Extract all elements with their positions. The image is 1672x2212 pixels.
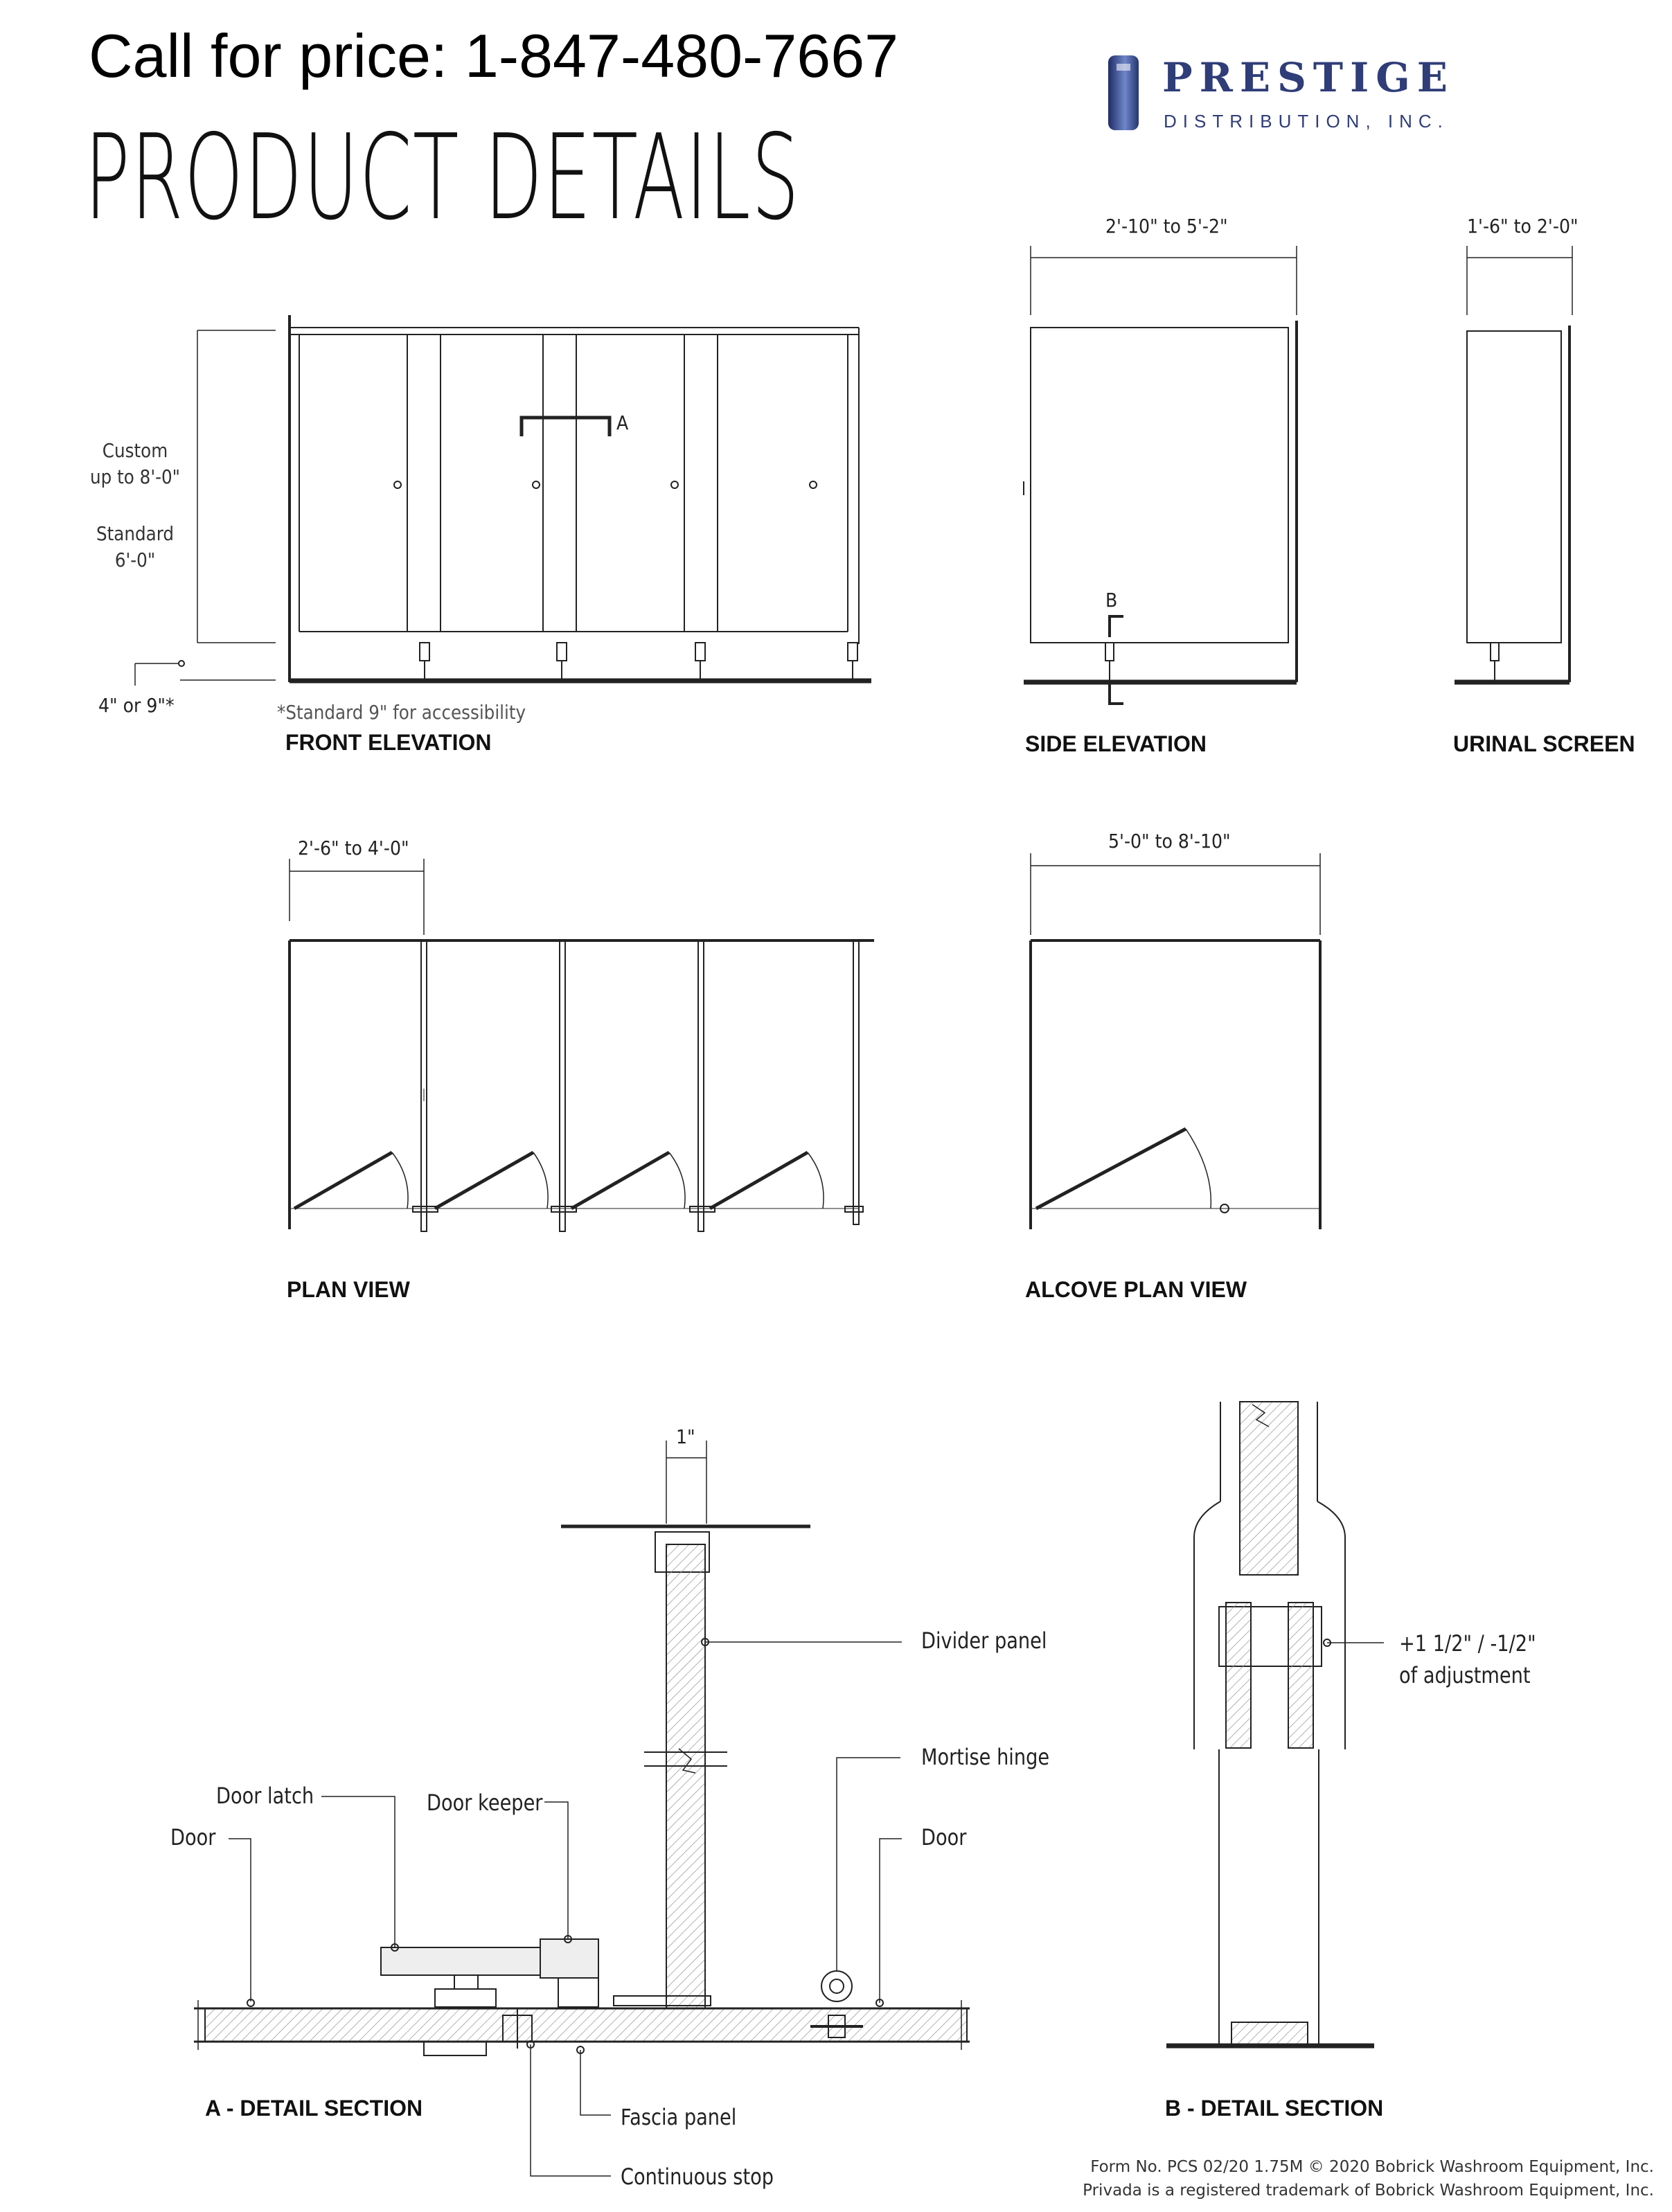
adjustment-line1: +1 1/2" / -1/2" (1399, 1630, 1536, 1657)
door-latch-callout: Door latch (216, 1783, 314, 1809)
continuous-stop-callout: Continuous stop (621, 2164, 774, 2190)
front-elevation-drawing (134, 315, 871, 686)
alcove-plan-view-drawing (1029, 853, 1322, 1229)
adjustment-line2: of adjustment (1399, 1662, 1531, 1688)
side-elevation-dimension: 2'-10" to 5'-2" (1105, 215, 1228, 238)
clearance-label: 4" or 9"* (98, 694, 175, 717)
plan-view-dimension: 2'-6" to 4'-0" (298, 837, 409, 859)
plan-view-drawing (288, 859, 874, 1232)
door-right-callout: Door (921, 1824, 967, 1850)
trademark-line: Privada is a registered trademark of Bob… (1083, 2182, 1654, 2200)
section-a-marker: A (616, 411, 629, 434)
side-elevation-label: SIDE ELEVATION (1025, 731, 1207, 756)
height-standard-line2: 6'-0" (114, 548, 156, 571)
section-b-marker: B (1105, 589, 1118, 612)
detail-a-label: A - DETAIL SECTION (205, 2096, 423, 2121)
urinal-screen-drawing (1455, 246, 1573, 685)
height-custom-line1: Custom (102, 439, 168, 462)
detail-a-drawing (194, 1441, 970, 2177)
adjustment-callout: +1 1/2" / -1/2" of adjustment (1399, 1627, 1536, 1691)
height-custom-label: Custom up to 8'-0" (89, 438, 181, 490)
height-standard-label: Standard 6'-0" (89, 521, 181, 573)
side-elevation-drawing (1023, 246, 1298, 705)
front-elevation-label: FRONT ELEVATION (285, 730, 492, 755)
alcove-plan-view-label: ALCOVE PLAN VIEW (1025, 1277, 1247, 1302)
page-title: PRODUCT DETAILS (85, 109, 801, 247)
prestige-logo-icon (1108, 55, 1139, 130)
detail-b-drawing (1166, 1401, 1384, 2049)
detail-a-dimension: 1" (676, 1425, 695, 1448)
door-left-callout: Door (170, 1824, 216, 1850)
alcove-plan-view-dimension: 5'-0" to 8'-10" (1108, 830, 1231, 853)
logo-subtitle: DISTRIBUTION, INC. (1164, 111, 1449, 132)
divider-panel-callout: Divider panel (921, 1627, 1047, 1654)
urinal-screen-label: URINAL SCREEN (1453, 731, 1635, 756)
mortise-hinge-callout: Mortise hinge (921, 1744, 1050, 1770)
logo-name: PRESTIGE (1162, 54, 1455, 101)
detail-b-label: B - DETAIL SECTION (1165, 2096, 1384, 2121)
accessibility-note: *Standard 9" for accessibility (277, 701, 526, 724)
fascia-panel-callout: Fascia panel (621, 2104, 737, 2130)
plan-view-label: PLAN VIEW (287, 1277, 410, 1302)
urinal-screen-dimension: 1'-6" to 2'-0" (1467, 215, 1578, 238)
call-for-price: Call for price: 1-847-480-7667 (89, 21, 899, 90)
height-custom-line2: up to 8'-0" (89, 465, 181, 488)
door-keeper-callout: Door keeper (427, 1790, 543, 1816)
form-number-line: Form No. PCS 02/20 1.75M © 2020 Bobrick … (1090, 2158, 1654, 2176)
height-standard-line1: Standard (96, 522, 175, 545)
